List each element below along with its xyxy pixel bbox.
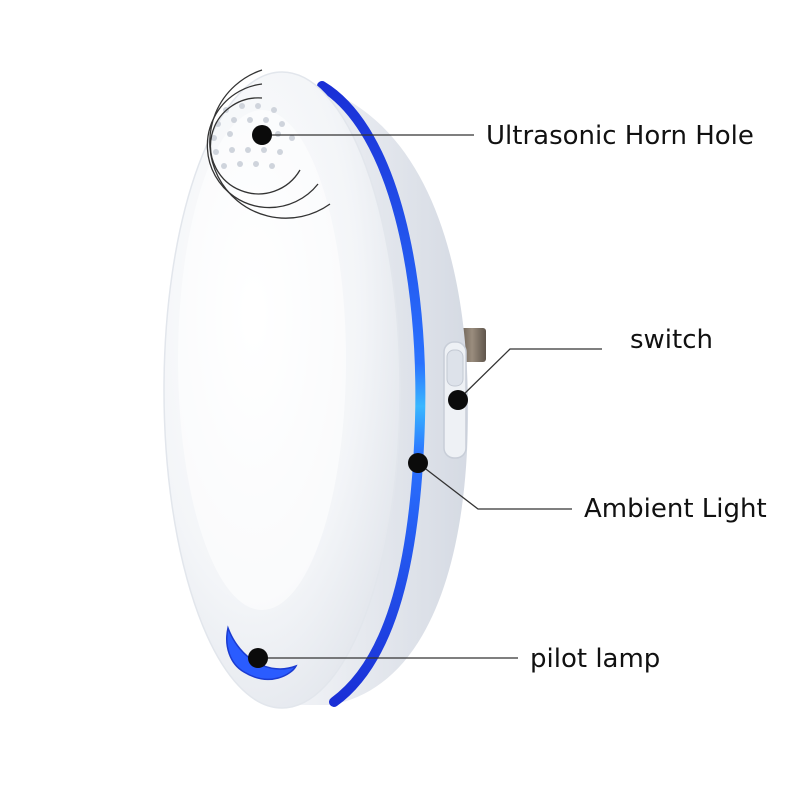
callout-line-switch: [457, 348, 602, 401]
callout-dot-horn: [252, 125, 272, 145]
callout-lines: [258, 134, 602, 659]
label-ambient-light: Ambient Light: [584, 494, 767, 524]
callout-dots: [248, 125, 468, 668]
callout-dot-pilot: [248, 648, 268, 668]
sound-wave-rings: [206, 69, 331, 219]
label-pilot-lamp: pilot lamp: [530, 644, 660, 674]
device-face-highlight: [178, 110, 346, 610]
callout-dot-switch: [448, 390, 468, 410]
label-switch: switch: [630, 325, 713, 355]
callout-dot-ambient: [408, 453, 428, 473]
callout-line-ambient: [417, 462, 572, 510]
label-ultrasonic-horn-hole: Ultrasonic Horn Hole: [486, 121, 754, 151]
ambient-light-band: [317, 81, 426, 707]
